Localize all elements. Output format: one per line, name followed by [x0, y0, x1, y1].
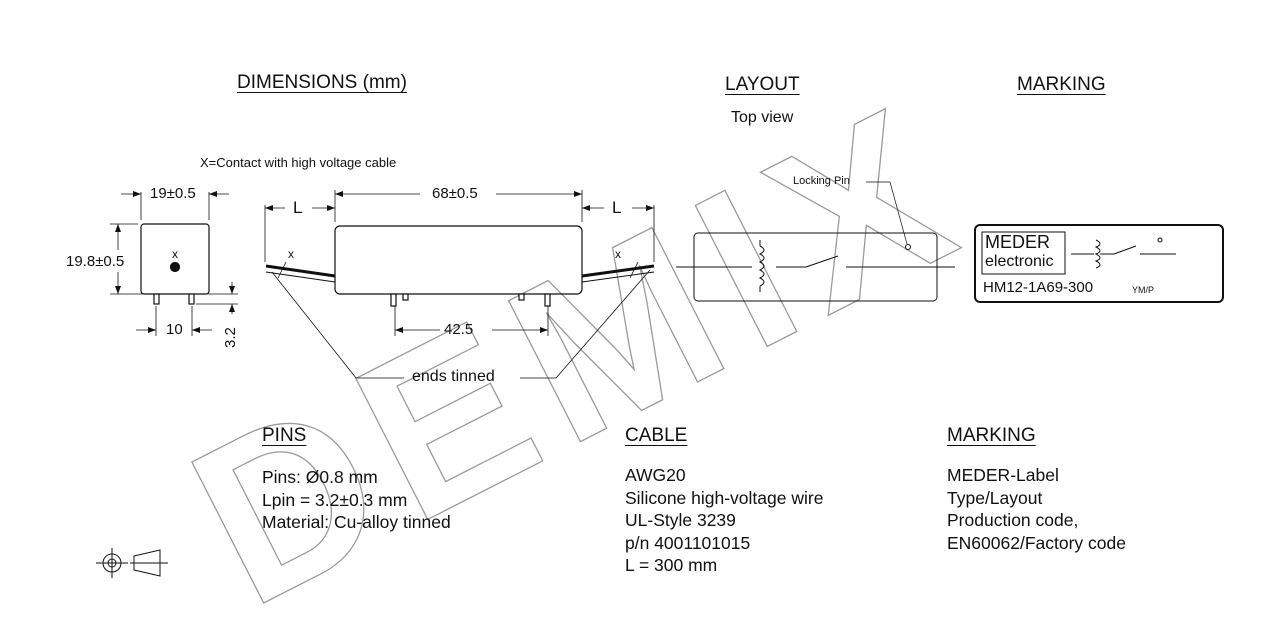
marking-heading-bottom: MARKING [947, 425, 1036, 446]
cable-line: AWG20 [625, 465, 686, 485]
layout-heading: LAYOUT [725, 74, 800, 95]
dim-pitch: 10 [166, 321, 183, 338]
ends-tinned-note: ends tinned [412, 368, 495, 385]
svg-text:DEMIX: DEMIX [156, 53, 1002, 642]
label-date-code: YM/P [1132, 285, 1155, 295]
label-brand-electronic: electronic [985, 253, 1054, 270]
cable-line: p/n 4001101015 [625, 532, 751, 553]
marking-line: Type/Layout [947, 487, 1043, 508]
pins-line: Lpin = 3.2±0.3 mm [262, 489, 408, 510]
contact-note: X=Contact with high voltage cable [200, 155, 397, 170]
marking-label [974, 224, 1224, 303]
cable-line: Silicone high-voltage wire [625, 487, 824, 508]
pins-line: Pins: Ø0.8 mm [262, 467, 378, 487]
layout-top-view [676, 181, 955, 302]
pins-heading: PINS [262, 425, 307, 446]
cable-block: AWG20 Silicone high-voltage wire UL-Styl… [625, 464, 823, 577]
cable-line: UL-Style 3239 [625, 510, 736, 530]
locking-pin-note: Locking Pin [793, 175, 850, 187]
marking-heading-top: MARKING [1017, 74, 1106, 95]
dim-width: 19±0.5 [150, 185, 196, 202]
cable-right-x-mark: x [615, 247, 621, 261]
dim-height: 19.8±0.5 [66, 253, 125, 270]
marking-line: MEDER-Label [947, 465, 1059, 485]
pins-block: Pins: Ø0.8 mm Lpin = 3.2±0.3 mm Material… [262, 466, 451, 534]
dim-pin-span: 42.5 [444, 321, 474, 338]
dimensions-heading: DIMENSIONS (mm) [237, 72, 407, 93]
dim-cable-left: L [293, 198, 303, 217]
side-view [110, 191, 238, 336]
cable-line: L = 300 mm [625, 555, 718, 575]
front-view [264, 190, 655, 379]
dim-cable-right: L [612, 198, 622, 217]
label-brand-meder: MEDER [985, 232, 1051, 252]
cable-heading: CABLE [625, 425, 688, 446]
marking-line: EN60062/Factory code [947, 532, 1126, 553]
label-type: HM12-1A69-300 [983, 279, 1094, 296]
side-x-mark: x [172, 247, 178, 261]
dim-length: 68±0.5 [432, 185, 478, 202]
projection-symbol-icon [96, 548, 168, 578]
dim-pin-length: 3.2 [222, 327, 239, 348]
cable-left-x-mark: x [288, 247, 294, 261]
marking-line: Production code, [947, 510, 1079, 530]
marking-block: MEDER-Label Type/Layout Production code,… [947, 464, 1126, 554]
pins-line: Material: Cu-alloy tinned [262, 512, 451, 532]
watermark-demix: DEMIX [155, 52, 1002, 642]
layout-subheading: Top view [731, 109, 794, 126]
